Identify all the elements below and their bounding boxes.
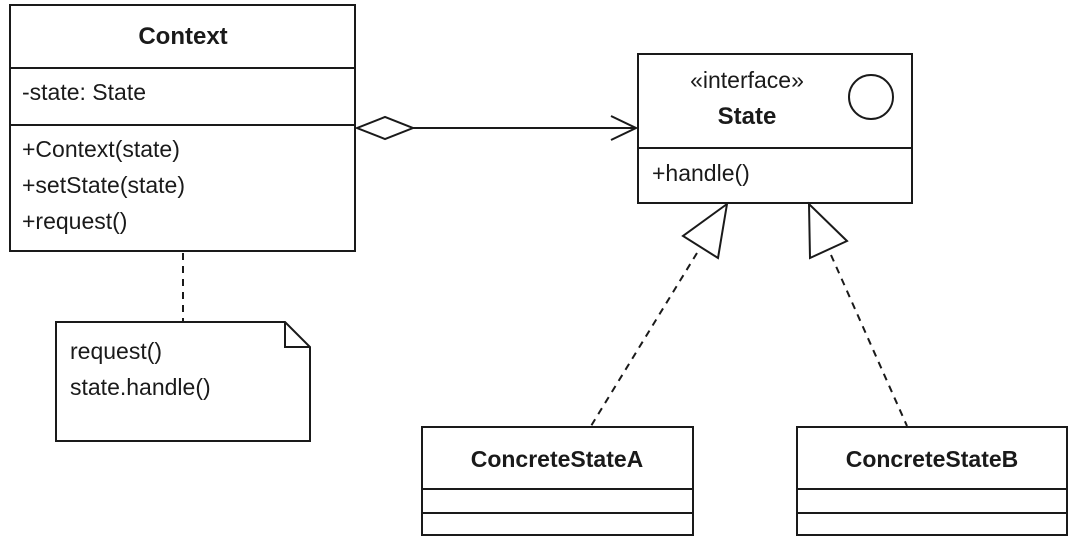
class-concrete-state-a[interactable]: ConcreteStateA — [421, 426, 694, 536]
note-folded-corner-icon — [284, 322, 310, 348]
class-concrete-state-b-frame — [796, 426, 1068, 536]
realization-dashed-line — [830, 254, 908, 427]
realization-triangle-icon — [807, 201, 849, 260]
class-concrete-state-b[interactable]: ConcreteStateB — [796, 426, 1068, 536]
realization-concrete-b[interactable] — [807, 201, 908, 427]
note-line: state.handle() — [70, 374, 211, 400]
class-context-attribute: -state: State — [22, 79, 146, 105]
note-line: request() — [70, 338, 162, 364]
class-context[interactable]: Context -state: State +Context(state) +s… — [9, 4, 356, 252]
note-request[interactable]: request() state.handle() — [55, 253, 311, 442]
aggregation-context-state[interactable] — [354, 115, 639, 141]
aggregation-diamond-icon — [354, 115, 416, 141]
realization-triangle-icon — [681, 201, 729, 260]
interface-state-name: State — [718, 103, 777, 130]
open-arrowhead-icon — [610, 115, 639, 141]
class-context-operation: +request() — [22, 208, 127, 234]
class-context-name: Context — [138, 23, 227, 50]
class-context-operation: +Context(state) — [22, 136, 180, 162]
interface-state-operation: +handle() — [652, 160, 750, 186]
class-context-frame — [9, 4, 356, 252]
interface-state[interactable]: «interface» State +handle() — [637, 53, 913, 204]
class-concrete-state-a-frame — [421, 426, 694, 536]
interface-stereotype: «interface» — [690, 67, 804, 93]
class-concrete-state-a-name: ConcreteStateA — [471, 446, 644, 472]
class-context-operation: +setState(state) — [22, 172, 185, 198]
interface-circle-icon — [848, 74, 894, 120]
class-concrete-state-b-name: ConcreteStateB — [846, 446, 1019, 472]
interface-state-frame — [637, 53, 913, 204]
note-frame — [55, 321, 311, 442]
realization-dashed-line — [590, 252, 698, 427]
realization-concrete-a[interactable] — [590, 201, 729, 427]
